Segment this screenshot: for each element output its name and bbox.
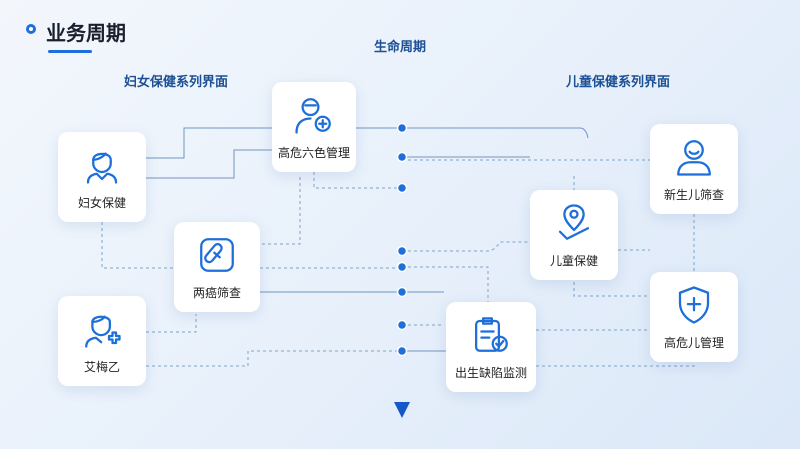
baby-icon <box>677 139 711 176</box>
female-user-icon <box>86 151 118 184</box>
timeline-dot <box>396 122 408 134</box>
page-title: 业务周期 <box>46 21 126 45</box>
left-section-heading: 妇女保健系列界面 <box>124 75 229 90</box>
timeline-dot <box>396 286 408 298</box>
pill-icon <box>200 237 234 272</box>
card-two-cancer-screening-label: 两癌筛查 <box>192 285 241 300</box>
card-women-health-label: 妇女保健 <box>77 195 126 210</box>
timeline-dot <box>396 261 408 273</box>
card-hiv-syphilis-hepb-label: 艾梅乙 <box>83 359 120 374</box>
female-health-icon <box>85 315 121 348</box>
title-underline <box>48 50 92 53</box>
timeline-dot <box>396 151 408 163</box>
card-newborn-screening[interactable]: 新生儿筛查 <box>650 124 738 214</box>
card-women-health[interactable]: 妇女保健 <box>58 132 146 222</box>
card-two-cancer-screening[interactable]: 两癌筛查 <box>174 222 260 312</box>
card-high-risk-child-label: 高危儿管理 <box>663 335 724 350</box>
card-hiv-syphilis-hepb[interactable]: 艾梅乙 <box>58 296 146 386</box>
card-birth-defect-monitoring-label: 出生缺陷监测 <box>454 365 527 380</box>
card-high-risk-six-color-label: 高危六色管理 <box>277 145 350 160</box>
card-high-risk-six-color[interactable]: 高危六色管理 <box>272 82 356 172</box>
timeline-dot <box>396 245 408 257</box>
solid-connectors <box>146 127 589 352</box>
timeline-arrow <box>394 402 410 418</box>
title-bullet-icon <box>26 24 36 34</box>
shield-plus-icon <box>678 285 710 324</box>
card-high-risk-child[interactable]: 高危儿管理 <box>650 272 738 362</box>
timeline-dot <box>396 182 408 194</box>
user-add-icon <box>295 97 331 134</box>
card-newborn-screening-label: 新生儿筛查 <box>663 187 724 202</box>
timeline-label: 生命周期 <box>374 40 427 55</box>
card-child-health-label: 儿童保健 <box>549 253 598 268</box>
card-birth-defect-monitoring[interactable]: 出生缺陷监测 <box>446 302 536 392</box>
card-child-health[interactable]: 儿童保健 <box>530 190 618 280</box>
location-check-icon <box>558 203 590 240</box>
timeline-dot <box>396 319 408 331</box>
right-section-heading: 儿童保健系列界面 <box>566 75 671 90</box>
clipboard-check-icon <box>474 316 508 352</box>
timeline-dot <box>396 345 408 357</box>
